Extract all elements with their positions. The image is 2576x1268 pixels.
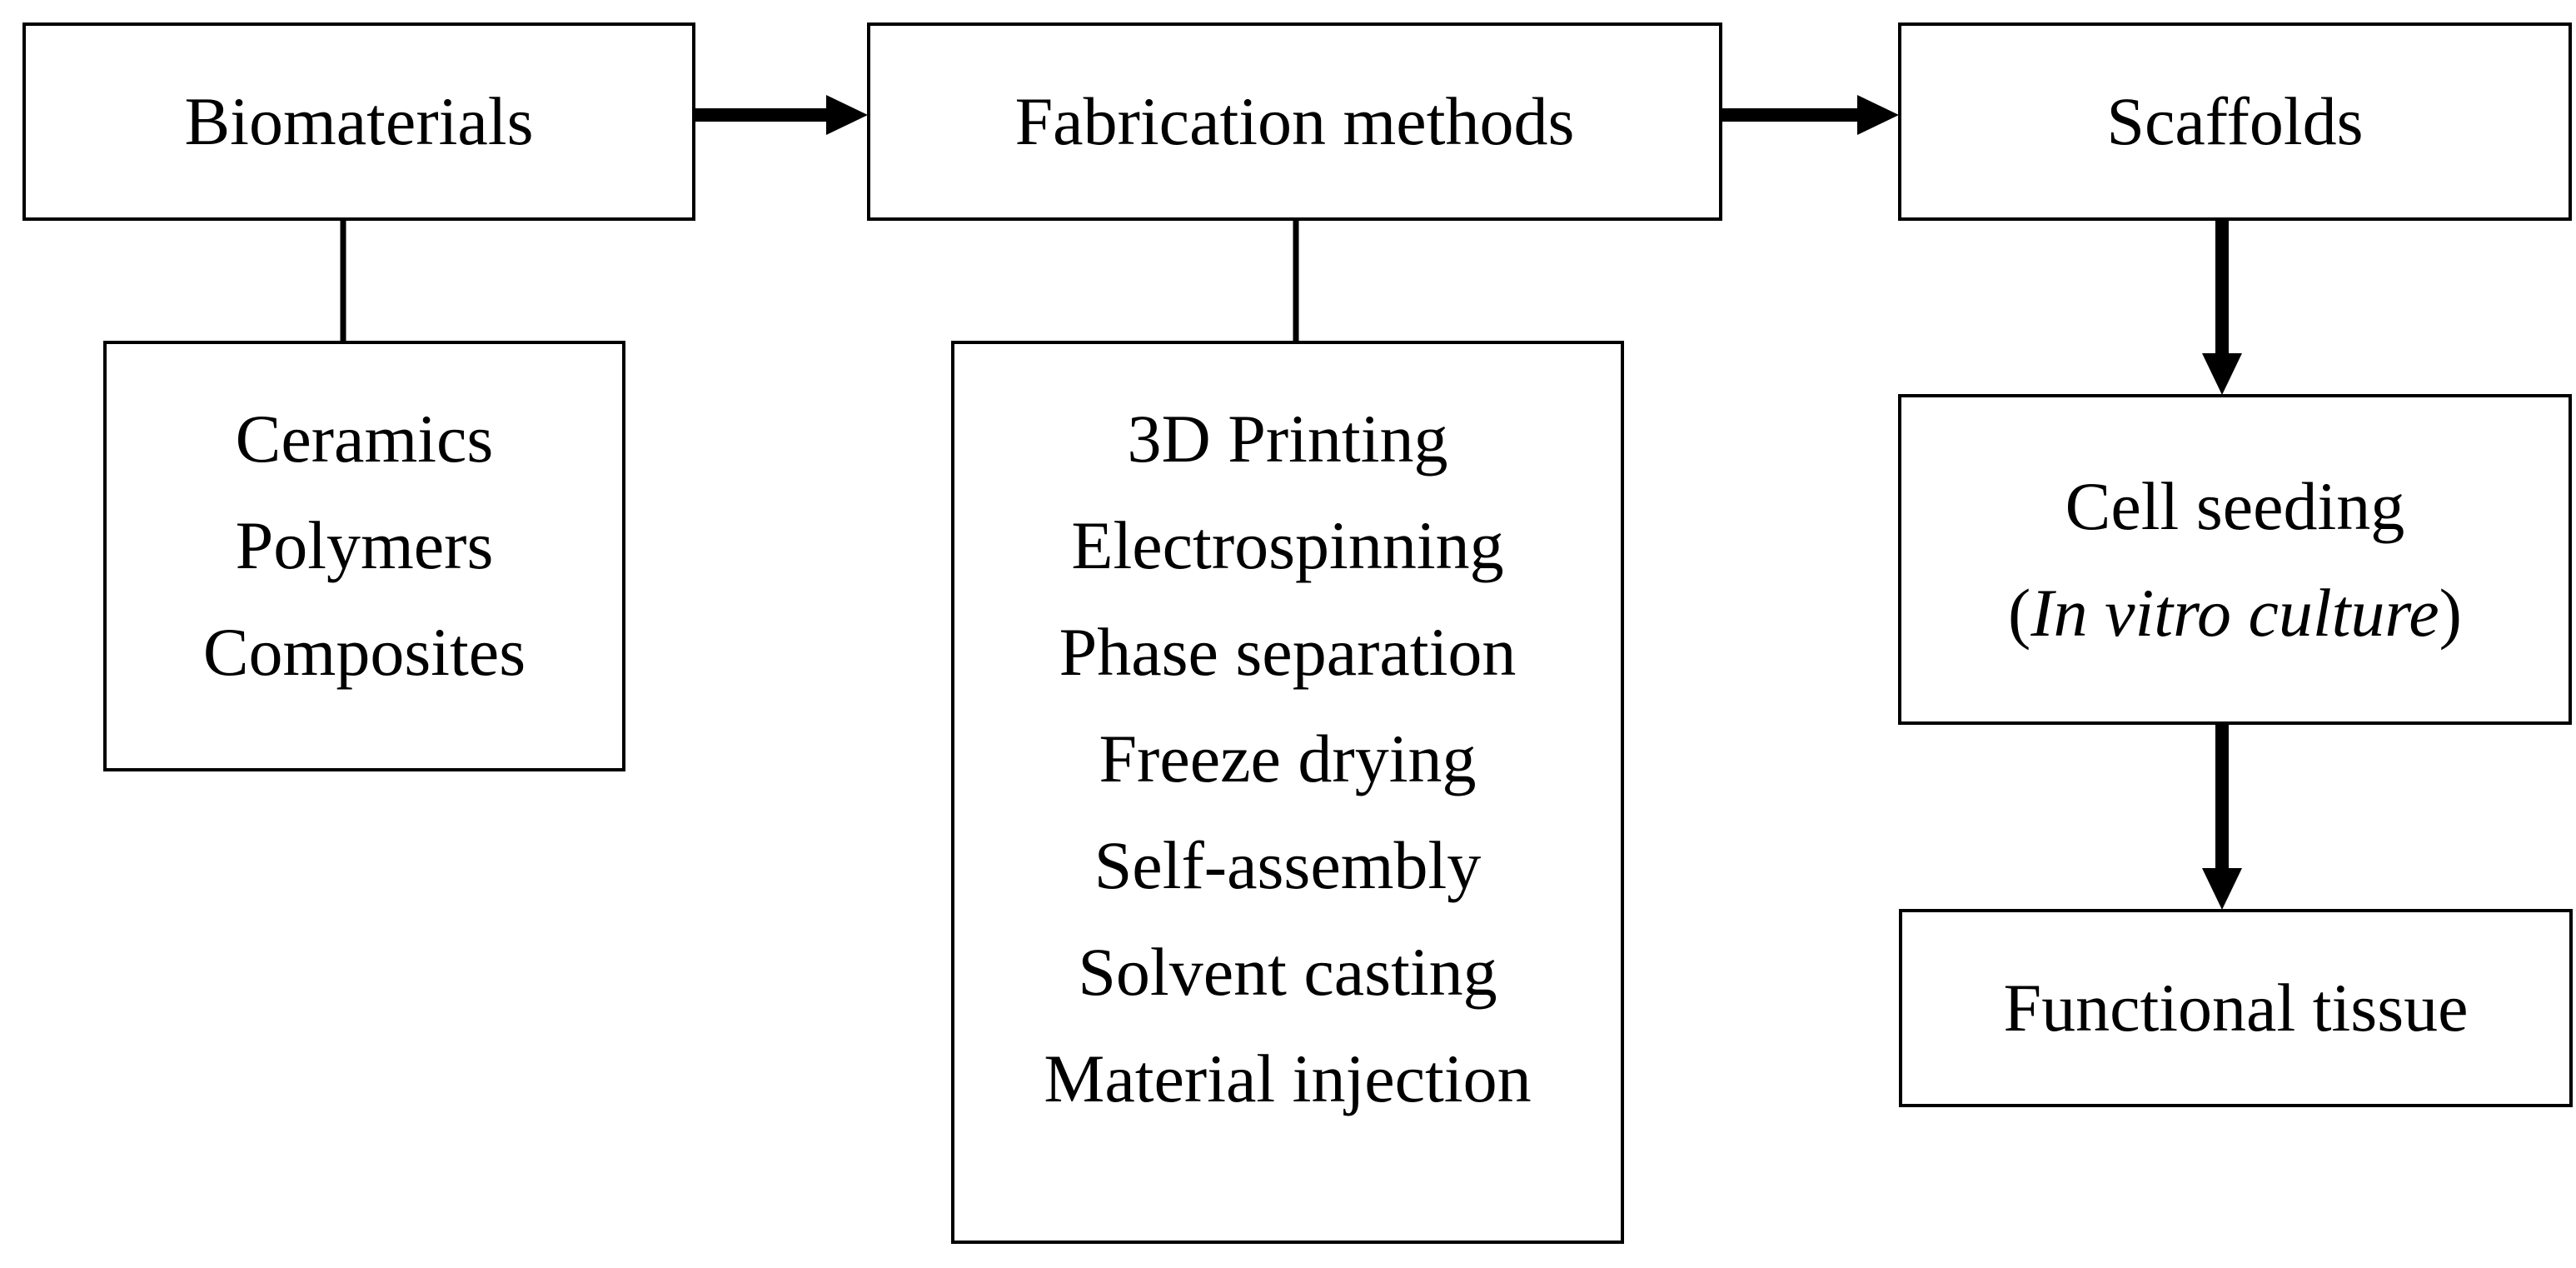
- functional-tissue-box: Functional tissue: [1899, 909, 2573, 1107]
- methods-list: 3D Printing Electrospinning Phase separa…: [1044, 386, 1531, 1132]
- arrow-fabrication-to-scaffolds: [1721, 95, 1899, 135]
- in-vitro-culture-label: (In vitro culture): [2008, 574, 2462, 651]
- cell-seeding-label: Cell seeding: [2065, 467, 2405, 544]
- method-item: 3D Printing: [1127, 401, 1448, 477]
- material-item: Composites: [202, 614, 526, 690]
- method-item: Material injection: [1044, 1041, 1532, 1116]
- method-item: Electrospinning: [1071, 507, 1504, 583]
- biomaterials-label: Biomaterials: [184, 83, 534, 159]
- biomaterials-box: Biomaterials: [22, 22, 695, 221]
- arrow-scaffolds-to-cell-seeding: [2202, 220, 2242, 395]
- material-item: Ceramics: [235, 401, 494, 477]
- scaffolds-box: Scaffolds: [1898, 22, 2572, 221]
- arrow-cell-seeding-to-functional-tissue: [2202, 725, 2242, 910]
- cell-seeding-text: Cell seeding (In vitro culture): [2008, 453, 2462, 666]
- functional-tissue-label: Functional tissue: [2003, 970, 2469, 1046]
- materials-list-box: Ceramics Polymers Composites: [103, 341, 625, 771]
- arrow-biomaterials-to-fabrication: [693, 95, 868, 135]
- methods-list-box: 3D Printing Electrospinning Phase separa…: [951, 341, 1624, 1244]
- scaffolds-label: Scaffolds: [2106, 83, 2364, 159]
- method-item: Self-assembly: [1094, 827, 1482, 903]
- cell-seeding-box: Cell seeding (In vitro culture): [1898, 394, 2572, 725]
- method-item: Solvent casting: [1078, 934, 1497, 1010]
- fabrication-methods-label: Fabrication methods: [1014, 83, 1575, 159]
- method-item: Freeze drying: [1099, 721, 1477, 796]
- fabrication-methods-box: Fabrication methods: [867, 22, 1722, 221]
- method-item: Phase separation: [1059, 614, 1517, 690]
- materials-list: Ceramics Polymers Composites: [203, 386, 526, 706]
- material-item: Polymers: [235, 507, 494, 583]
